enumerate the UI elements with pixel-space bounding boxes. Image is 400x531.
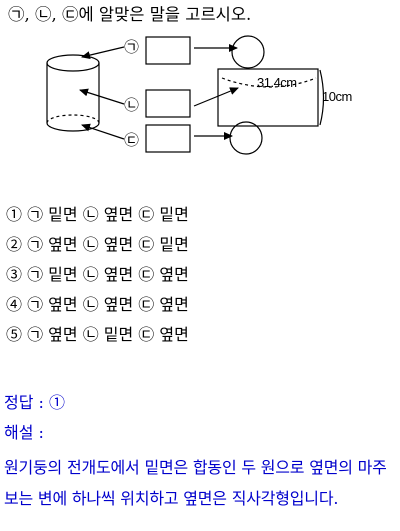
arrow-box-middle-to-rect <box>193 87 239 107</box>
question-text: ㉠, ㉡, ㉢에 알맞은 말을 고르시오. <box>8 5 252 24</box>
explanation-text: 원기둥의 전개도에서 밑면은 합동인 두 원으로 옆면의 마주 보는 변에 하나… <box>4 458 387 508</box>
height-measure-curve <box>319 69 325 126</box>
choice-1[interactable]: ① ㉠ 밑면 ㉡ 옆면 ㉢ 밑면 <box>6 205 189 224</box>
net-top-circle <box>231 35 265 69</box>
net-bottom-circle <box>229 121 263 155</box>
choice-4[interactable]: ④ ㉠ 옆면 ㉡ 옆면 ㉢ 옆면 <box>6 295 189 314</box>
label-rect-width: 31.4cm <box>257 75 297 90</box>
answer-box-middle <box>145 89 191 118</box>
answer-label: 정답 : ① <box>4 393 66 412</box>
label-rect-height: 10cm <box>322 89 352 104</box>
arrow-middle-to-cylinder <box>79 88 125 105</box>
marker-middle: ㉡ <box>124 96 140 114</box>
net-side-rectangle <box>217 68 319 127</box>
answer-section: 정답 : ① 해설 : 원기둥의 전개도에서 밑면은 합동인 두 원으로 옆면의… <box>4 388 398 514</box>
marker-bottom: ㉢ <box>124 131 140 149</box>
cylinder-net-figure <box>46 35 325 155</box>
arrow-bottom-to-cylinder <box>81 123 125 140</box>
marker-top: ㉠ <box>124 38 140 56</box>
explanation-label: 해설 : <box>4 423 44 442</box>
choice-3[interactable]: ③ ㉠ 밑면 ㉡ 옆면 ㉢ 옆면 <box>6 265 189 284</box>
choice-2[interactable]: ② ㉠ 옆면 ㉡ 옆면 ㉢ 밑면 <box>6 235 189 254</box>
answer-box-top <box>145 36 191 65</box>
arrow-top-to-cylinder <box>81 46 125 60</box>
answer-box-bottom <box>145 124 191 153</box>
width-measure-curve <box>221 77 317 88</box>
cylinder-shape <box>46 54 100 132</box>
choice-list: ① ㉠ 밑면 ㉡ 옆면 ㉢ 밑면 ② ㉠ 옆면 ㉡ 옆면 ㉢ 밑면 ③ ㉠ 밑면… <box>6 200 189 350</box>
choice-5[interactable]: ⑤ ㉠ 옆면 ㉡ 밑면 ㉢ 옆면 <box>6 325 189 344</box>
